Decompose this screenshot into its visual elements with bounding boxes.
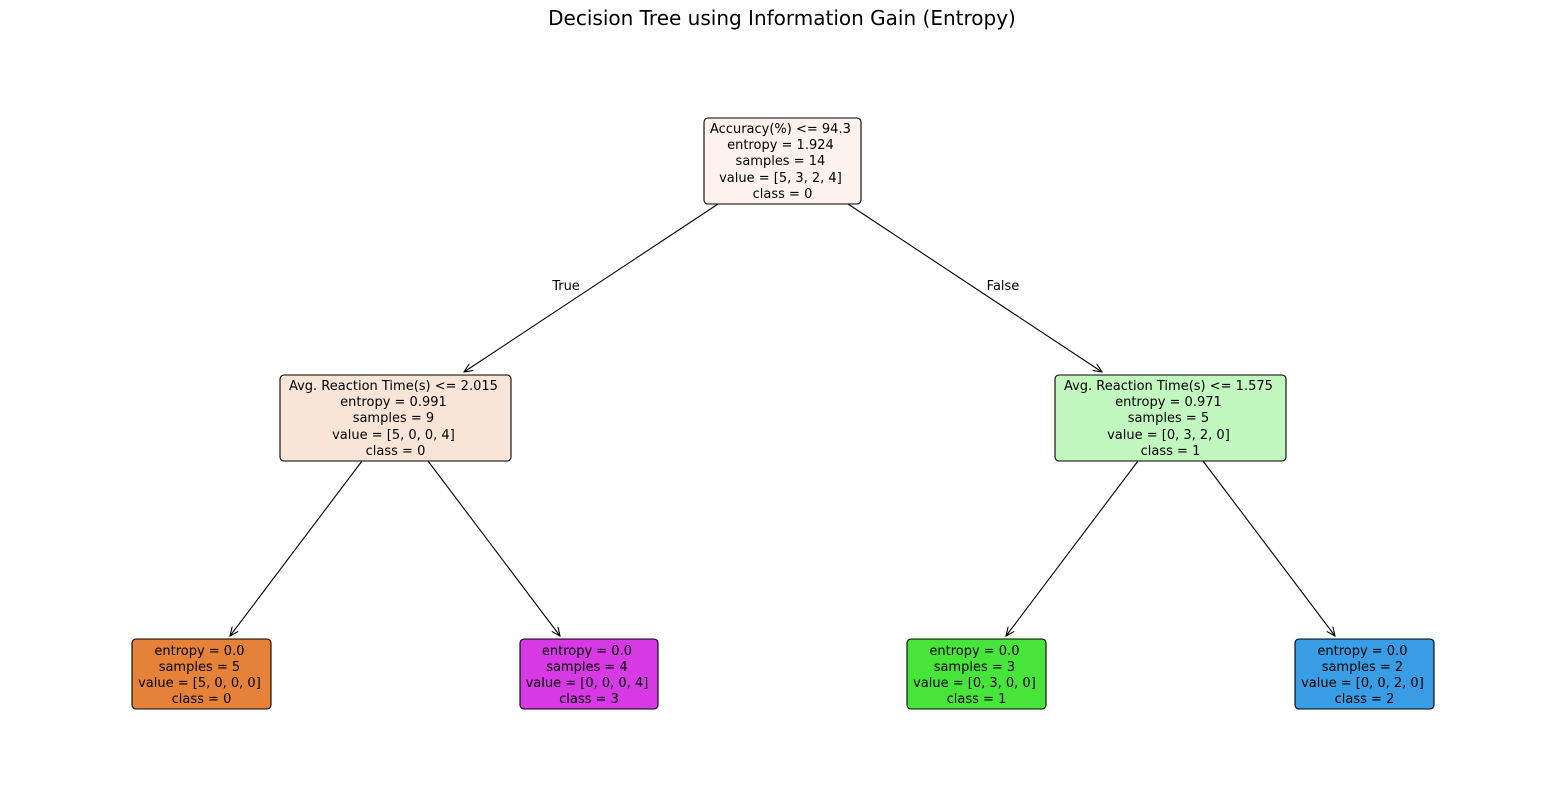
node-box [131,638,272,710]
node-line: Accuracy(%) <= 94.3 [710,122,851,137]
node-text: Avg. Reaction Time(s) <= 2.015 entropy =… [289,379,502,459]
node-line: Avg. Reaction Time(s) <= 1.575 [1064,379,1273,394]
tree-node-left: Avg. Reaction Time(s) <= 2.015 entropy =… [279,374,512,462]
node-text: entropy = 0.0 samples = 5 value = [5, 0,… [138,644,265,707]
node-line: value = [0, 3, 2, 0] [1107,428,1230,443]
node-line: class = 0 [172,692,232,707]
edge-right-to-leaf-class-2 [1202,460,1335,636]
node-line: class = 0 [753,187,813,202]
node-line: samples = 3 [934,660,1015,675]
node-line: value = [0, 3, 0, 0] [913,676,1036,691]
node-line: class = 0 [366,444,426,459]
node-box [703,117,862,205]
tree-leaf-class-0: entropy = 0.0 samples = 5 value = [5, 0,… [131,638,272,710]
edge-root-to-left [464,203,719,372]
node-text: entropy = 0.0 samples = 2 value = [0, 0,… [1301,644,1428,707]
node-line: Avg. Reaction Time(s) <= 2.015 [289,379,498,394]
node-line: entropy = 0.971 [1115,395,1222,410]
node-box [1294,638,1435,710]
edge-label-true: True [551,279,580,294]
node-line: class = 1 [947,692,1007,707]
node-text: Avg. Reaction Time(s) <= 1.575 entropy =… [1064,379,1277,459]
edge-root-to-right [847,203,1102,372]
node-line: entropy = 0.991 [340,395,447,410]
node-line: value = [5, 3, 2, 4] [719,171,842,186]
node-line: value = [5, 0, 0, 4] [332,428,455,443]
edge-label-false: False [987,279,1020,294]
tree-node-root: Accuracy(%) <= 94.3 entropy = 1.924 samp… [703,117,862,205]
node-line: samples = 5 [1128,411,1209,426]
node-line: class = 3 [559,692,619,707]
diagram-title: Decision Tree using Information Gain (En… [548,6,1016,30]
edge-right-to-leaf-class-1 [1006,460,1139,636]
node-line: samples = 5 [159,660,240,675]
node-box [279,374,512,462]
edge-left-to-leaf-class-0 [230,460,363,636]
node-line: samples = 14 [736,154,826,169]
node-line: samples = 4 [546,660,627,675]
node-line: entropy = 1.924 [727,138,834,153]
node-line: class = 1 [1141,444,1201,459]
node-line: entropy = 0.0 [542,644,632,659]
node-line: entropy = 0.0 [1317,644,1407,659]
node-text: entropy = 0.0 samples = 4 value = [0, 0,… [526,644,653,707]
node-line: class = 2 [1335,692,1395,707]
node-text: Accuracy(%) <= 94.3 entropy = 1.924 samp… [710,122,855,202]
tree-leaf-class-1: entropy = 0.0 samples = 3 value = [0, 3,… [906,638,1047,710]
node-line: entropy = 0.0 [154,644,244,659]
tree-leaf-class-3: entropy = 0.0 samples = 4 value = [0, 0,… [519,638,659,710]
tree-edges [230,203,1335,636]
node-text: entropy = 0.0 samples = 3 value = [0, 3,… [913,644,1040,707]
node-line: value = [5, 0, 0, 0] [138,676,261,691]
tree-leaf-class-2: entropy = 0.0 samples = 2 value = [0, 0,… [1294,638,1435,710]
edge-left-to-leaf-class-3 [427,460,560,636]
node-box [906,638,1047,710]
node-box [519,638,659,710]
node-line: samples = 2 [1322,660,1403,675]
node-line: value = [0, 0, 0, 4] [526,676,649,691]
tree-node-right: Avg. Reaction Time(s) <= 1.575 entropy =… [1054,374,1287,462]
node-line: value = [0, 0, 2, 0] [1301,676,1424,691]
node-line: samples = 9 [353,411,434,426]
node-box [1054,374,1287,462]
node-line: entropy = 0.0 [929,644,1019,659]
